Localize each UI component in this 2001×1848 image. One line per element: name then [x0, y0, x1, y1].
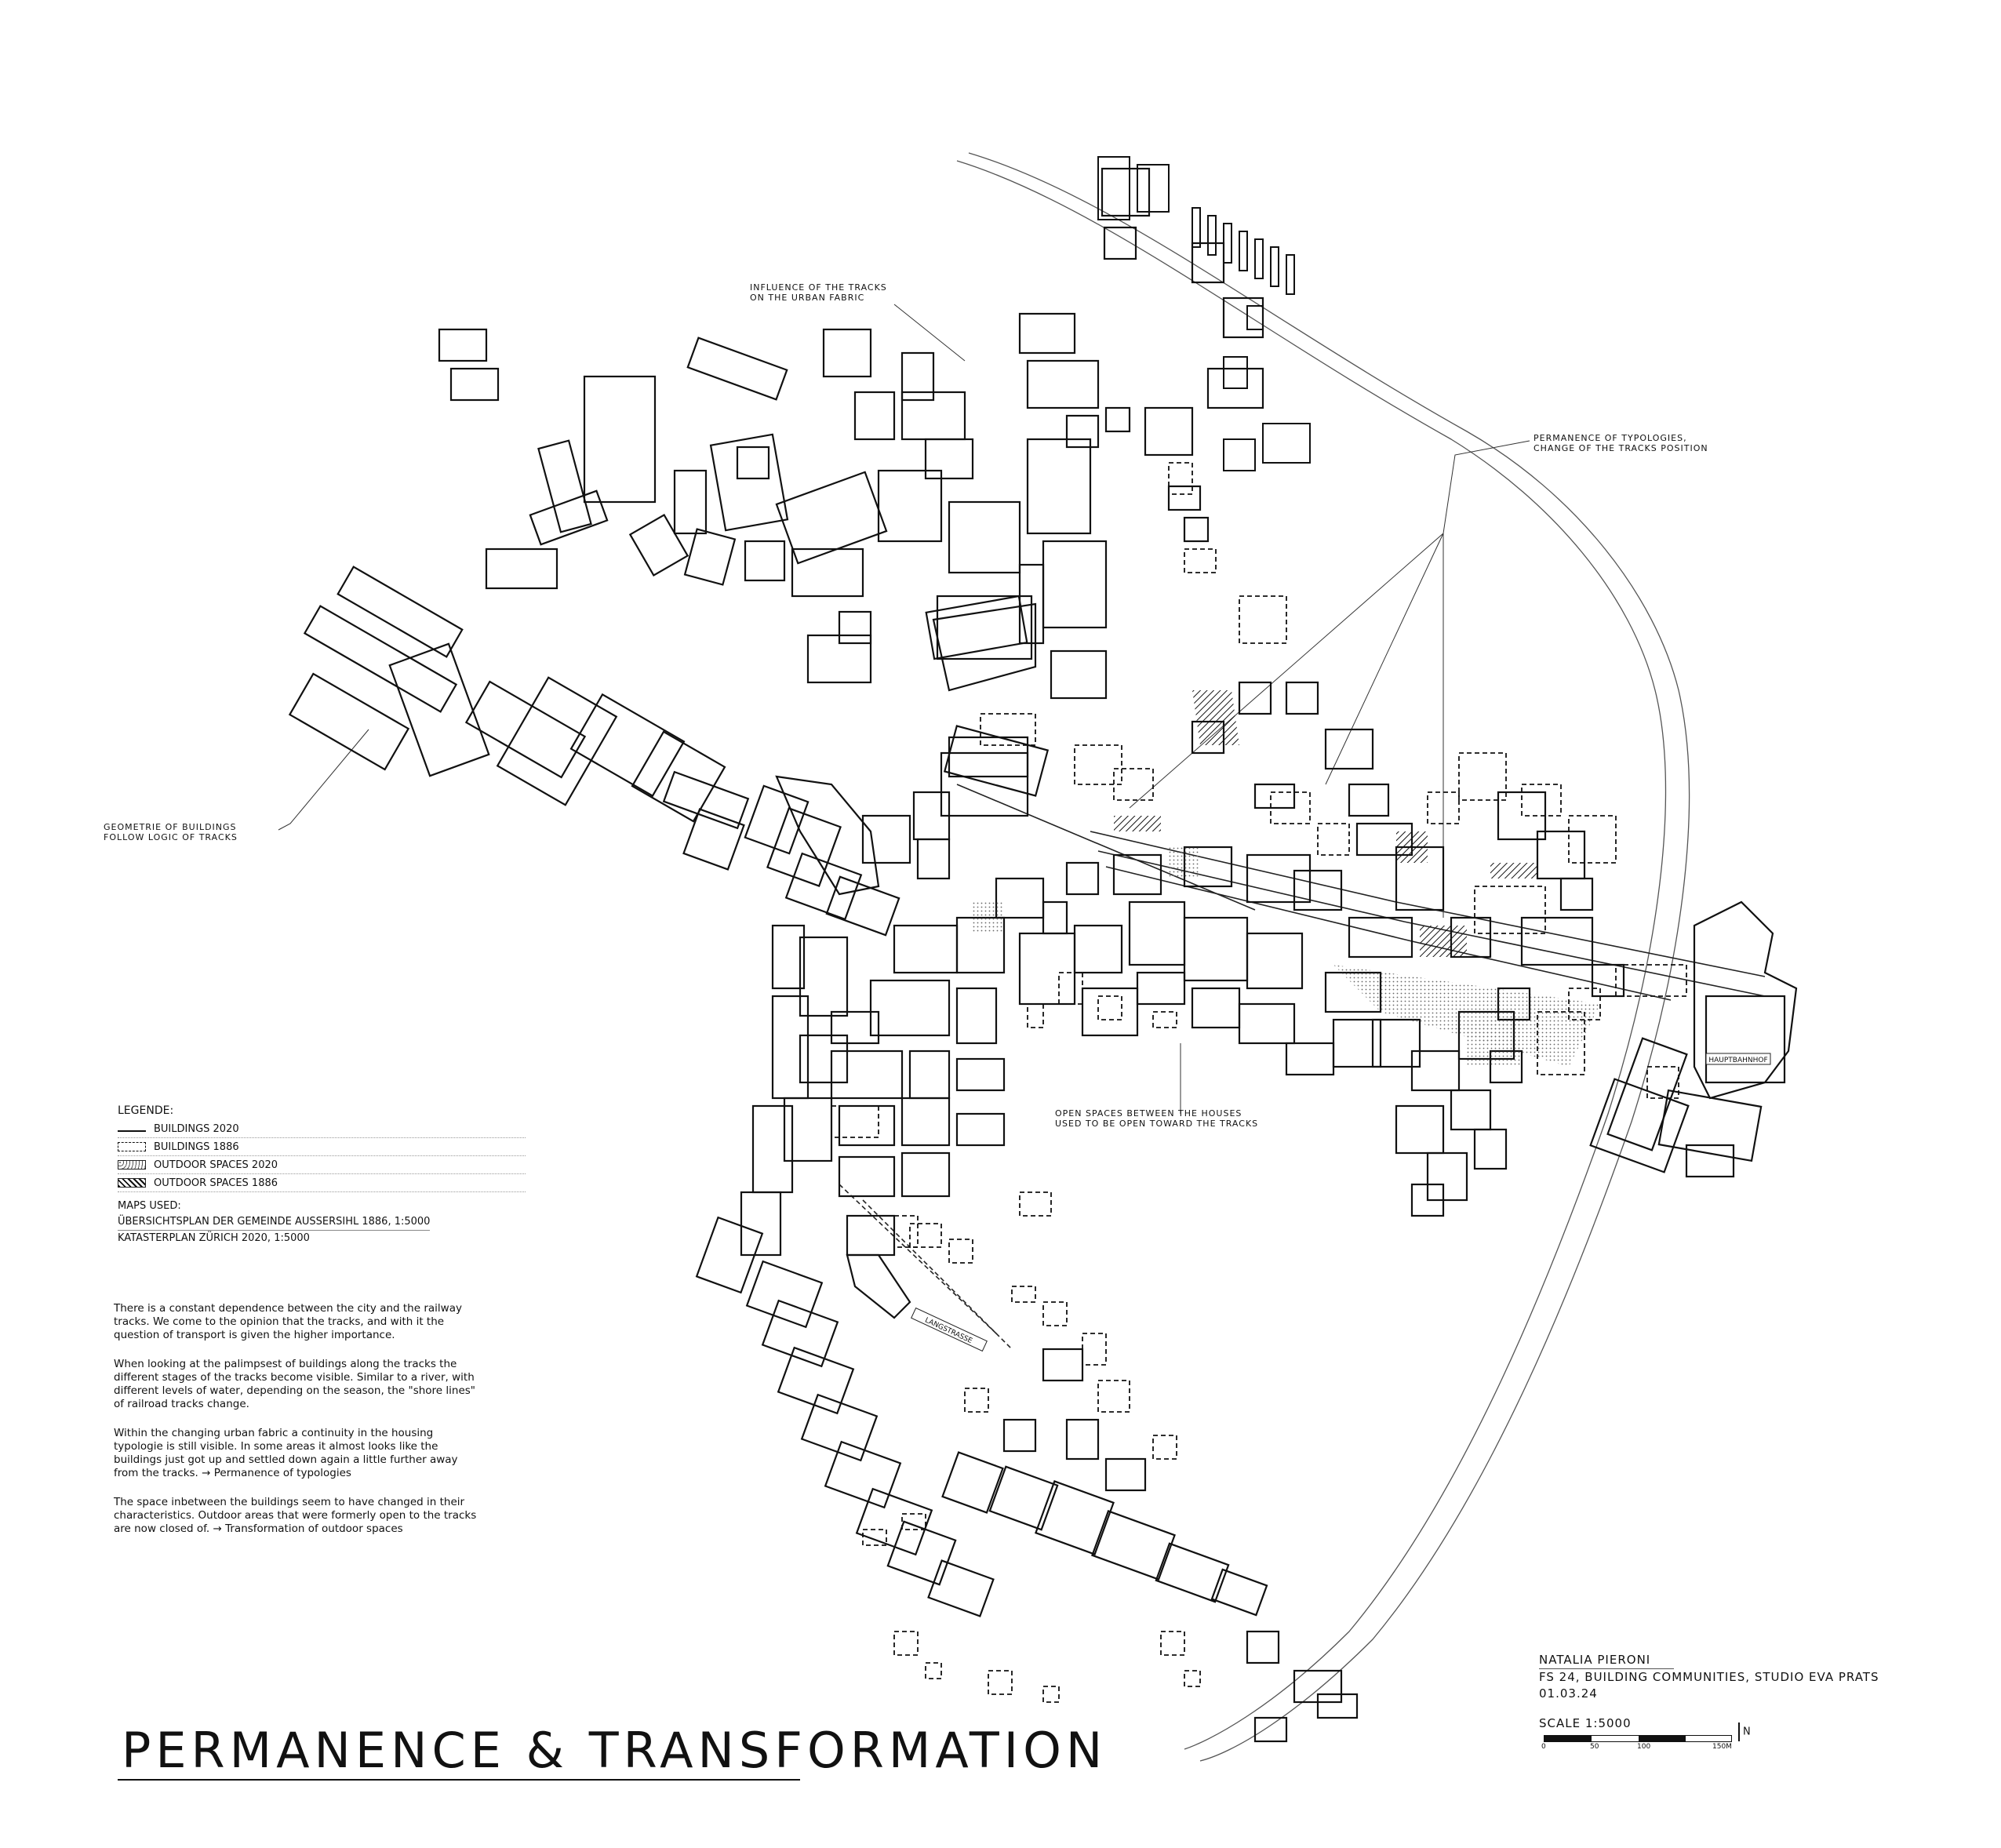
scale-bar [1544, 1735, 1732, 1742]
author-name: NATALIA PIERONI [1539, 1652, 1675, 1669]
maps-used-line-2: KATASTERPLAN ZÜRICH 2020, 1:5000 [118, 1232, 310, 1244]
title-underline [118, 1779, 800, 1781]
scale-tick: 50 [1590, 1743, 1599, 1751]
author-block: NATALIA PIERONI FS 24, BUILDING COMMUNIT… [1539, 1652, 1879, 1702]
annotation-influence: INFLUENCE OF THE TRACKS ON THE URBAN FAB… [750, 282, 887, 303]
description-text: There is a constant dependence between t… [114, 1302, 482, 1552]
north-buildings [1097, 156, 1311, 471]
legend-item-outdoor-2020: OUTDOOR SPACES 2020 [118, 1156, 526, 1174]
buildings-1886-symbol [118, 1142, 146, 1151]
maps-used-line-1: ÜBERSICHTSPLAN DER GEMEINDE AUSSERSIHL 1… [118, 1214, 431, 1231]
legend-item-outdoor-1886: OUTDOOR SPACES 1886 [118, 1174, 526, 1192]
north-label: N [1743, 1726, 1751, 1738]
outdoor-2020-symbol [118, 1160, 146, 1170]
scale-tick: 150M [1712, 1743, 1732, 1751]
course-info: FS 24, BUILDING COMMUNITIES, STUDIO EVA … [1539, 1670, 1879, 1684]
legend-heading: LEGENDE: [118, 1104, 174, 1117]
annotation-permanence: PERMANENCE OF TYPOLOGIES, CHANGE OF THE … [1533, 433, 1708, 453]
outdoor-spaces [973, 690, 1600, 1067]
buildings-2020 [288, 167, 1798, 1743]
date: 01.03.24 [1539, 1686, 1598, 1701]
outdoor-1886-symbol [118, 1178, 146, 1188]
annotation-open-spaces: OPEN SPACES BETWEEN THE HOUSES USED TO B… [1055, 1108, 1259, 1129]
buildings-1886 [831, 462, 1687, 1703]
paragraph-3: Within the changing urban fabric a conti… [114, 1427, 458, 1479]
scale-tick: 100 [1637, 1743, 1651, 1751]
north-arrow-icon: N [1738, 1722, 1751, 1741]
hauptbahnhof-label: HAUPTBAHNHOF [1708, 1057, 1767, 1064]
legend-item-buildings-1886: BUILDINGS 1886 [118, 1138, 526, 1156]
page-title: PERMANENCE & TRANSFORMATION [122, 1722, 1108, 1779]
annotation-geometry: GEOMETRIE OF BUILDINGS FOLLOW LOGIC OF T… [104, 822, 238, 842]
legend-label: OUTDOOR SPACES 1886 [154, 1177, 278, 1189]
legend-label: OUTDOOR SPACES 2020 [154, 1159, 278, 1171]
legend-label: BUILDINGS 2020 [154, 1122, 239, 1135]
paragraph-4: The space inbetween the buildings seem t… [114, 1496, 477, 1535]
station-labels: HAUPTBAHNHOF LANGSTRASSE [911, 1053, 1771, 1352]
paragraph-1: There is a constant dependence between t… [114, 1302, 462, 1341]
maps-used: MAPS USED: ÜBERSICHTSPLAN DER GEMEINDE A… [118, 1199, 431, 1246]
leader-lines [278, 304, 1530, 1114]
buildings-2020-symbol [118, 1126, 146, 1132]
legend-label: BUILDINGS 1886 [154, 1140, 239, 1153]
scale-label: SCALE 1:5000 [1539, 1716, 1632, 1730]
paragraph-2: When looking at the palimpsest of buildi… [114, 1358, 476, 1410]
railway-tracks [839, 784, 1766, 1350]
scale-tick: 0 [1541, 1743, 1546, 1751]
legend: LEGENDE: BUILDINGS 2020 BUILDINGS 1886 O… [118, 1104, 526, 1192]
legend-item-buildings-2020: BUILDINGS 2020 [118, 1120, 526, 1138]
river [956, 152, 1690, 1762]
maps-used-heading: MAPS USED: [118, 1200, 181, 1212]
